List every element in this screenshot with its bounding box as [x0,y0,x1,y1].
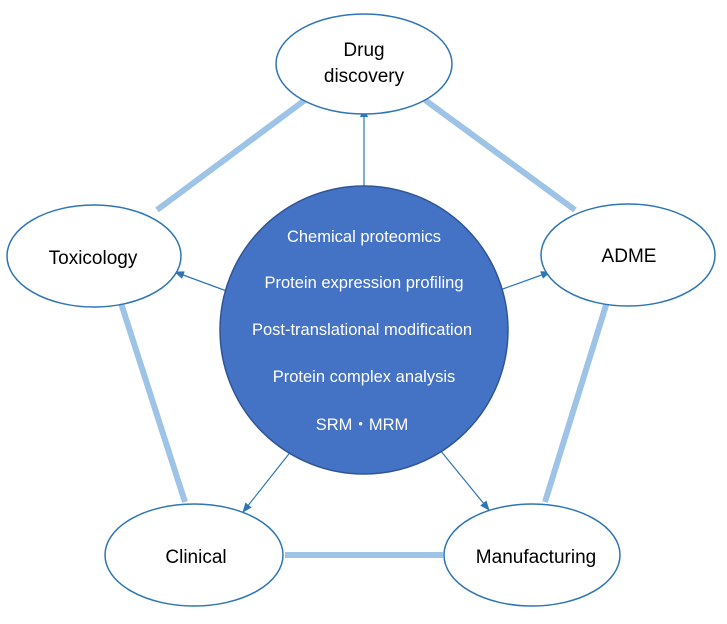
connector-drug-to-adme [423,97,577,213]
arrow-to-clinical [242,449,293,513]
node-drug-discovery-label-line2: discovery [324,66,405,87]
hub-line-chemical-proteomics: Chemical proteomics [287,228,441,246]
hub-line-post-translational-modification: Post-translational modification [252,321,472,339]
connector-adme-to-manufacturing [542,301,610,503]
node-adme: ADME [540,203,716,307]
hub-line-protein-complex-analysis: Protein complex analysis [273,368,456,386]
arrow-to-adme [499,271,551,291]
connector-group [117,97,610,558]
node-adme-ellipse [540,203,716,307]
node-drug-discovery-ellipse [275,13,453,115]
node-manufacturing-label: Manufacturing [476,547,596,568]
hub-line-protein-expression-profiling: Protein expression profiling [264,274,463,292]
arrow-to-manufacturing [439,449,490,511]
node-drug-discovery: Drug discovery [275,13,453,115]
arrow-group [174,107,551,513]
node-manufacturing: Manufacturing [443,503,621,607]
node-toxicology-ellipse [6,204,182,308]
node-manufacturing-ellipse [443,503,621,607]
node-adme-label: ADME [602,246,657,267]
hub: Chemical proteomics Protein expression p… [219,185,509,475]
connector-toxicology-to-clinical [117,299,188,503]
node-clinical-label: Clinical [165,547,226,568]
connector-drug-to-toxicology [155,97,307,213]
node-toxicology: Toxicology [6,204,182,308]
arrow-to-toxicology [174,271,233,294]
node-clinical-ellipse [104,503,284,607]
hub-line-srm-mrm: SRM・MRM [316,416,409,434]
hub-circle [219,185,509,475]
node-toxicology-label: Toxicology [49,248,138,269]
node-clinical: Clinical [104,503,284,607]
node-drug-discovery-label-line1: Drug [343,40,384,61]
